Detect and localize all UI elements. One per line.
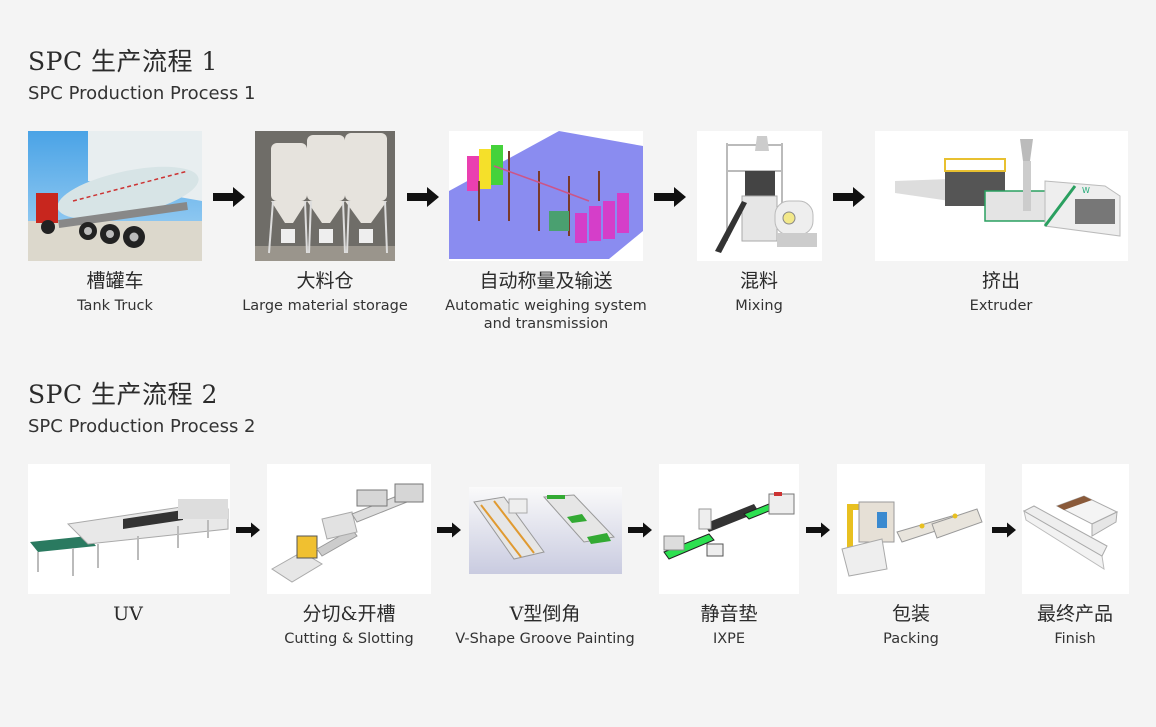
step-label-en: IXPE <box>712 631 746 647</box>
svg-text:W: W <box>1082 186 1090 195</box>
finished-boxes-image <box>1022 464 1129 594</box>
step-label-cn: 静音垫 <box>700 603 758 625</box>
step-label-cn: 槽罐车 <box>86 270 144 292</box>
arrow-right-icon <box>833 187 865 207</box>
arrow-right-icon <box>437 522 461 538</box>
step-label-cn: 混料 <box>739 270 779 292</box>
cutting-line-image <box>267 464 431 594</box>
step-label-en: Tank Truck <box>77 298 153 314</box>
silo-storage-image <box>255 131 395 261</box>
step-label-cn: UV <box>113 603 143 625</box>
step-label-en: Automatic weighing system and transmissi… <box>445 298 647 332</box>
arrow-right-icon <box>213 187 245 207</box>
step-label-en: Mixing <box>735 298 783 314</box>
step-label-cn: V型倒角 <box>509 603 581 625</box>
arrow-right-icon <box>236 522 260 538</box>
uv-line-image <box>28 464 230 594</box>
section-1-title-en: SPC Production Process 1 <box>28 83 256 104</box>
step-label-cn: 分切&开槽 <box>302 603 396 625</box>
step-label-en: Packing <box>883 631 939 647</box>
step-label-en: Finish <box>1054 631 1096 647</box>
arrow-right-icon <box>407 187 439 207</box>
arrow-right-icon <box>628 522 652 538</box>
section-2-title-en: SPC Production Process 2 <box>28 416 256 437</box>
step-label-cn: 包装 <box>891 603 931 625</box>
extruder-image: W <box>875 131 1128 261</box>
ixpe-line-image <box>659 464 799 594</box>
step-label-cn: 大料仓 <box>296 270 354 292</box>
mixer-image <box>697 131 822 261</box>
v-groove-line-image <box>469 487 622 574</box>
packing-line-image <box>837 464 985 594</box>
weighing-system-image <box>449 131 643 261</box>
tank-truck-image <box>28 131 202 261</box>
section-2-title-cn: SPC 生产流程 2 <box>28 380 218 409</box>
step-label-en: Cutting & Slotting <box>284 631 414 647</box>
step-label-en: Extruder <box>969 298 1033 314</box>
arrow-right-icon <box>654 187 686 207</box>
section-1-title-cn: SPC 生产流程 1 <box>28 47 218 76</box>
step-label-en: V-Shape Groove Painting <box>455 631 635 647</box>
arrow-right-icon <box>806 522 830 538</box>
step-label-cn: 最终产品 <box>1036 603 1114 625</box>
step-label-cn: 挤出 <box>981 270 1021 292</box>
step-label-en: Large material storage <box>242 298 408 314</box>
step-label-cn: 自动称量及输送 <box>479 270 613 292</box>
arrow-right-icon <box>992 522 1016 538</box>
